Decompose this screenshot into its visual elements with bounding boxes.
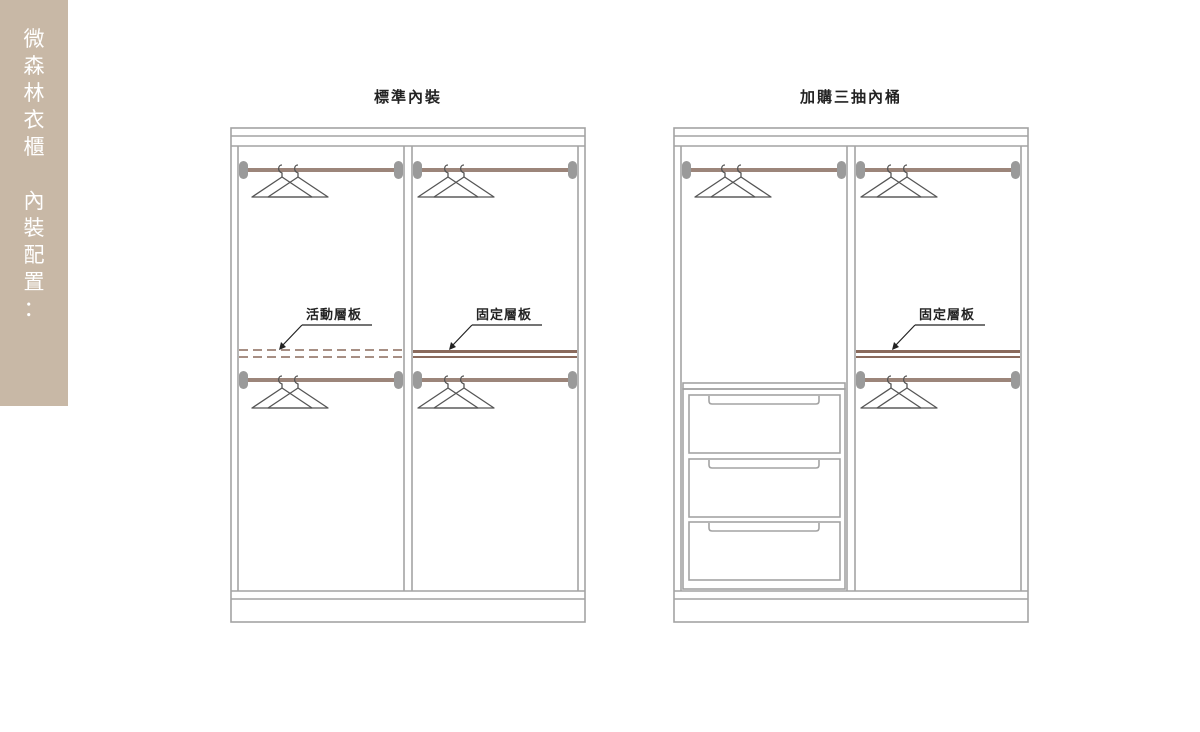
drawer — [688, 394, 841, 454]
rod-end — [856, 161, 865, 179]
rod — [861, 168, 1015, 172]
rod — [418, 168, 572, 172]
rod-end — [413, 161, 422, 179]
fixed-shelf — [413, 350, 577, 358]
drawer-handle — [708, 396, 820, 405]
drawer-handle — [708, 460, 820, 469]
rod-end — [394, 161, 403, 179]
callout-fixed-shelf-right: 固定層板 — [892, 307, 985, 350]
rod — [244, 168, 398, 172]
rod — [687, 168, 841, 172]
right-lower-rod — [856, 371, 1020, 389]
left-lower-rods — [239, 371, 577, 389]
rod-end — [682, 161, 691, 179]
drawer-unit — [682, 382, 846, 590]
rod-end — [1011, 371, 1020, 389]
fixed-shelf-label: 固定層板 — [476, 307, 532, 323]
side-tab-title: 微 森 林 衣 櫃 內 裝 配 置 ： — [23, 27, 45, 321]
right-outer-frame — [673, 127, 1029, 623]
rod-end — [856, 371, 865, 389]
rod-end — [1011, 161, 1020, 179]
drawer — [688, 458, 841, 518]
rod — [418, 378, 572, 382]
fixed-shelf — [856, 350, 1020, 358]
rod-end — [239, 371, 248, 389]
drawer-unit-top — [682, 382, 846, 390]
callout-fixed-shelf-left: 固定層板 — [449, 307, 542, 350]
left-diagram-title: 標準內裝 — [373, 88, 442, 106]
drawer-unit-body — [682, 388, 846, 590]
fixed-shelf-label: 固定層板 — [919, 307, 975, 323]
rod-end — [837, 161, 846, 179]
right-upper-rods — [682, 161, 1020, 179]
left-outer-frame — [230, 127, 586, 623]
movable-shelf — [239, 349, 403, 358]
rod-end — [568, 371, 577, 389]
rod-end — [394, 371, 403, 389]
left-upper-rods — [239, 161, 577, 179]
rod-end — [413, 371, 422, 389]
rod — [244, 378, 398, 382]
drawer-handle — [708, 523, 820, 532]
right-diagram-title: 加購三抽內桶 — [799, 88, 902, 106]
rod-end — [239, 161, 248, 179]
left-wardrobe — [230, 127, 586, 623]
movable-shelf-label: 活動層板 — [306, 307, 362, 323]
rod — [861, 378, 1015, 382]
drawer — [688, 521, 841, 581]
callout-movable-shelf: 活動層板 — [279, 307, 372, 350]
side-tab: 微 森 林 衣 櫃 內 裝 配 置 ： — [0, 0, 68, 406]
rod-end — [568, 161, 577, 179]
right-wardrobe — [673, 127, 1029, 623]
